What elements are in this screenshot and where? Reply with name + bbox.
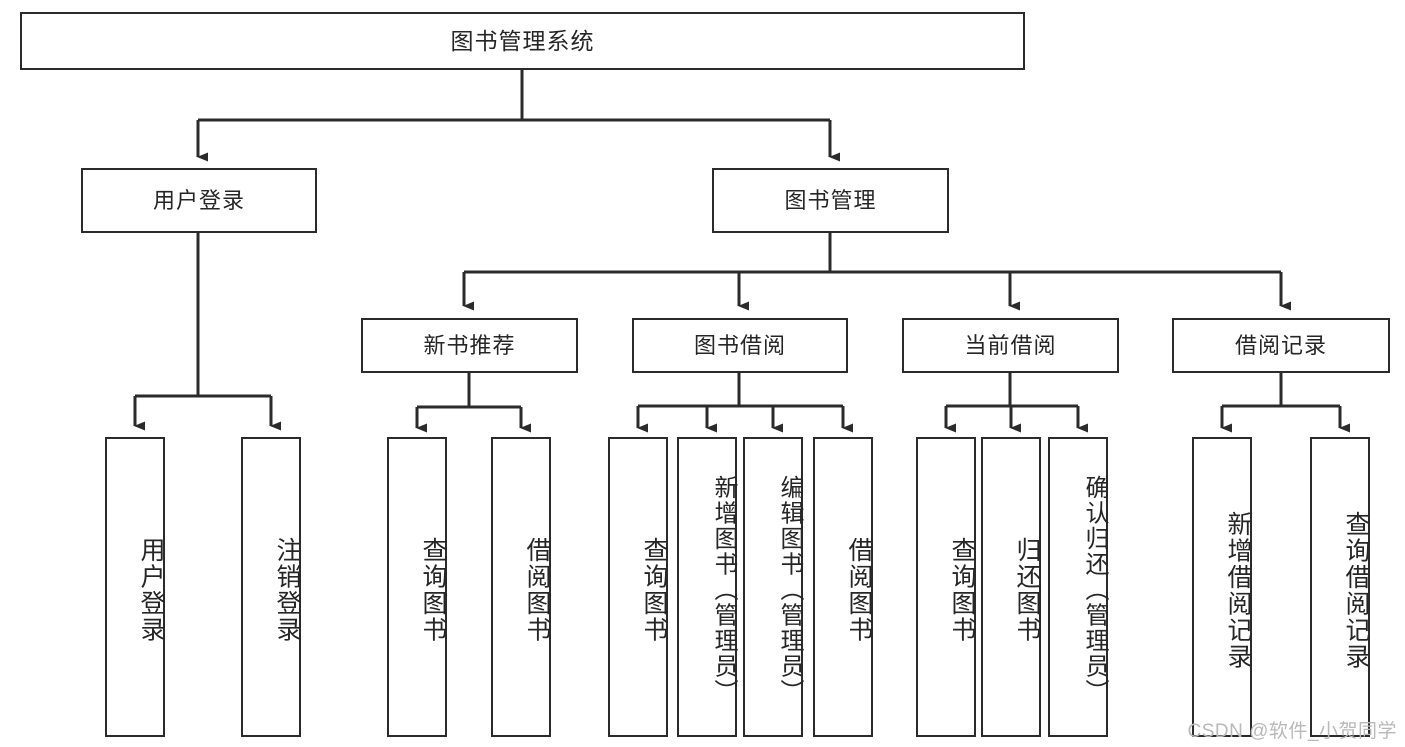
leaf-user-login-login[interactable]: 用户登录: [105, 437, 165, 737]
leaf-borrow-borrow-book[interactable]: 借阅图书: [813, 437, 873, 737]
node-current-borrow[interactable]: 当前借阅: [902, 318, 1119, 373]
node-book-borrow[interactable]: 图书借阅: [632, 318, 848, 373]
leaf-current-confirm-return-admin[interactable]: 确认归还（管理员）: [1048, 437, 1108, 737]
node-root-system[interactable]: 图书管理系统: [20, 12, 1025, 70]
leaf-borrow-edit-book-admin[interactable]: 编辑图书（管理员）: [743, 437, 803, 737]
leaf-borrow-query-book[interactable]: 查询图书: [608, 437, 668, 737]
node-book-management[interactable]: 图书管理: [712, 168, 949, 233]
leaf-borrow-add-book-admin[interactable]: 新增图书（管理员）: [677, 437, 737, 737]
leaf-record-query-record[interactable]: 查询借阅记录: [1310, 437, 1370, 737]
leaf-current-query-book[interactable]: 查询图书: [916, 437, 976, 737]
node-borrow-record[interactable]: 借阅记录: [1172, 318, 1390, 373]
leaf-recommend-borrow-book[interactable]: 借阅图书: [491, 437, 551, 737]
leaf-current-return-book[interactable]: 归还图书: [981, 437, 1041, 737]
node-new-book-recommend[interactable]: 新书推荐: [361, 318, 578, 373]
leaf-record-add-record[interactable]: 新增借阅记录: [1192, 437, 1252, 737]
watermark-text: CSDN @软件_小贺同学: [1187, 721, 1397, 742]
leaf-user-login-logout[interactable]: 注销登录: [241, 437, 301, 737]
node-user-login[interactable]: 用户登录: [81, 168, 317, 233]
leaf-recommend-query-book[interactable]: 查询图书: [387, 437, 447, 737]
